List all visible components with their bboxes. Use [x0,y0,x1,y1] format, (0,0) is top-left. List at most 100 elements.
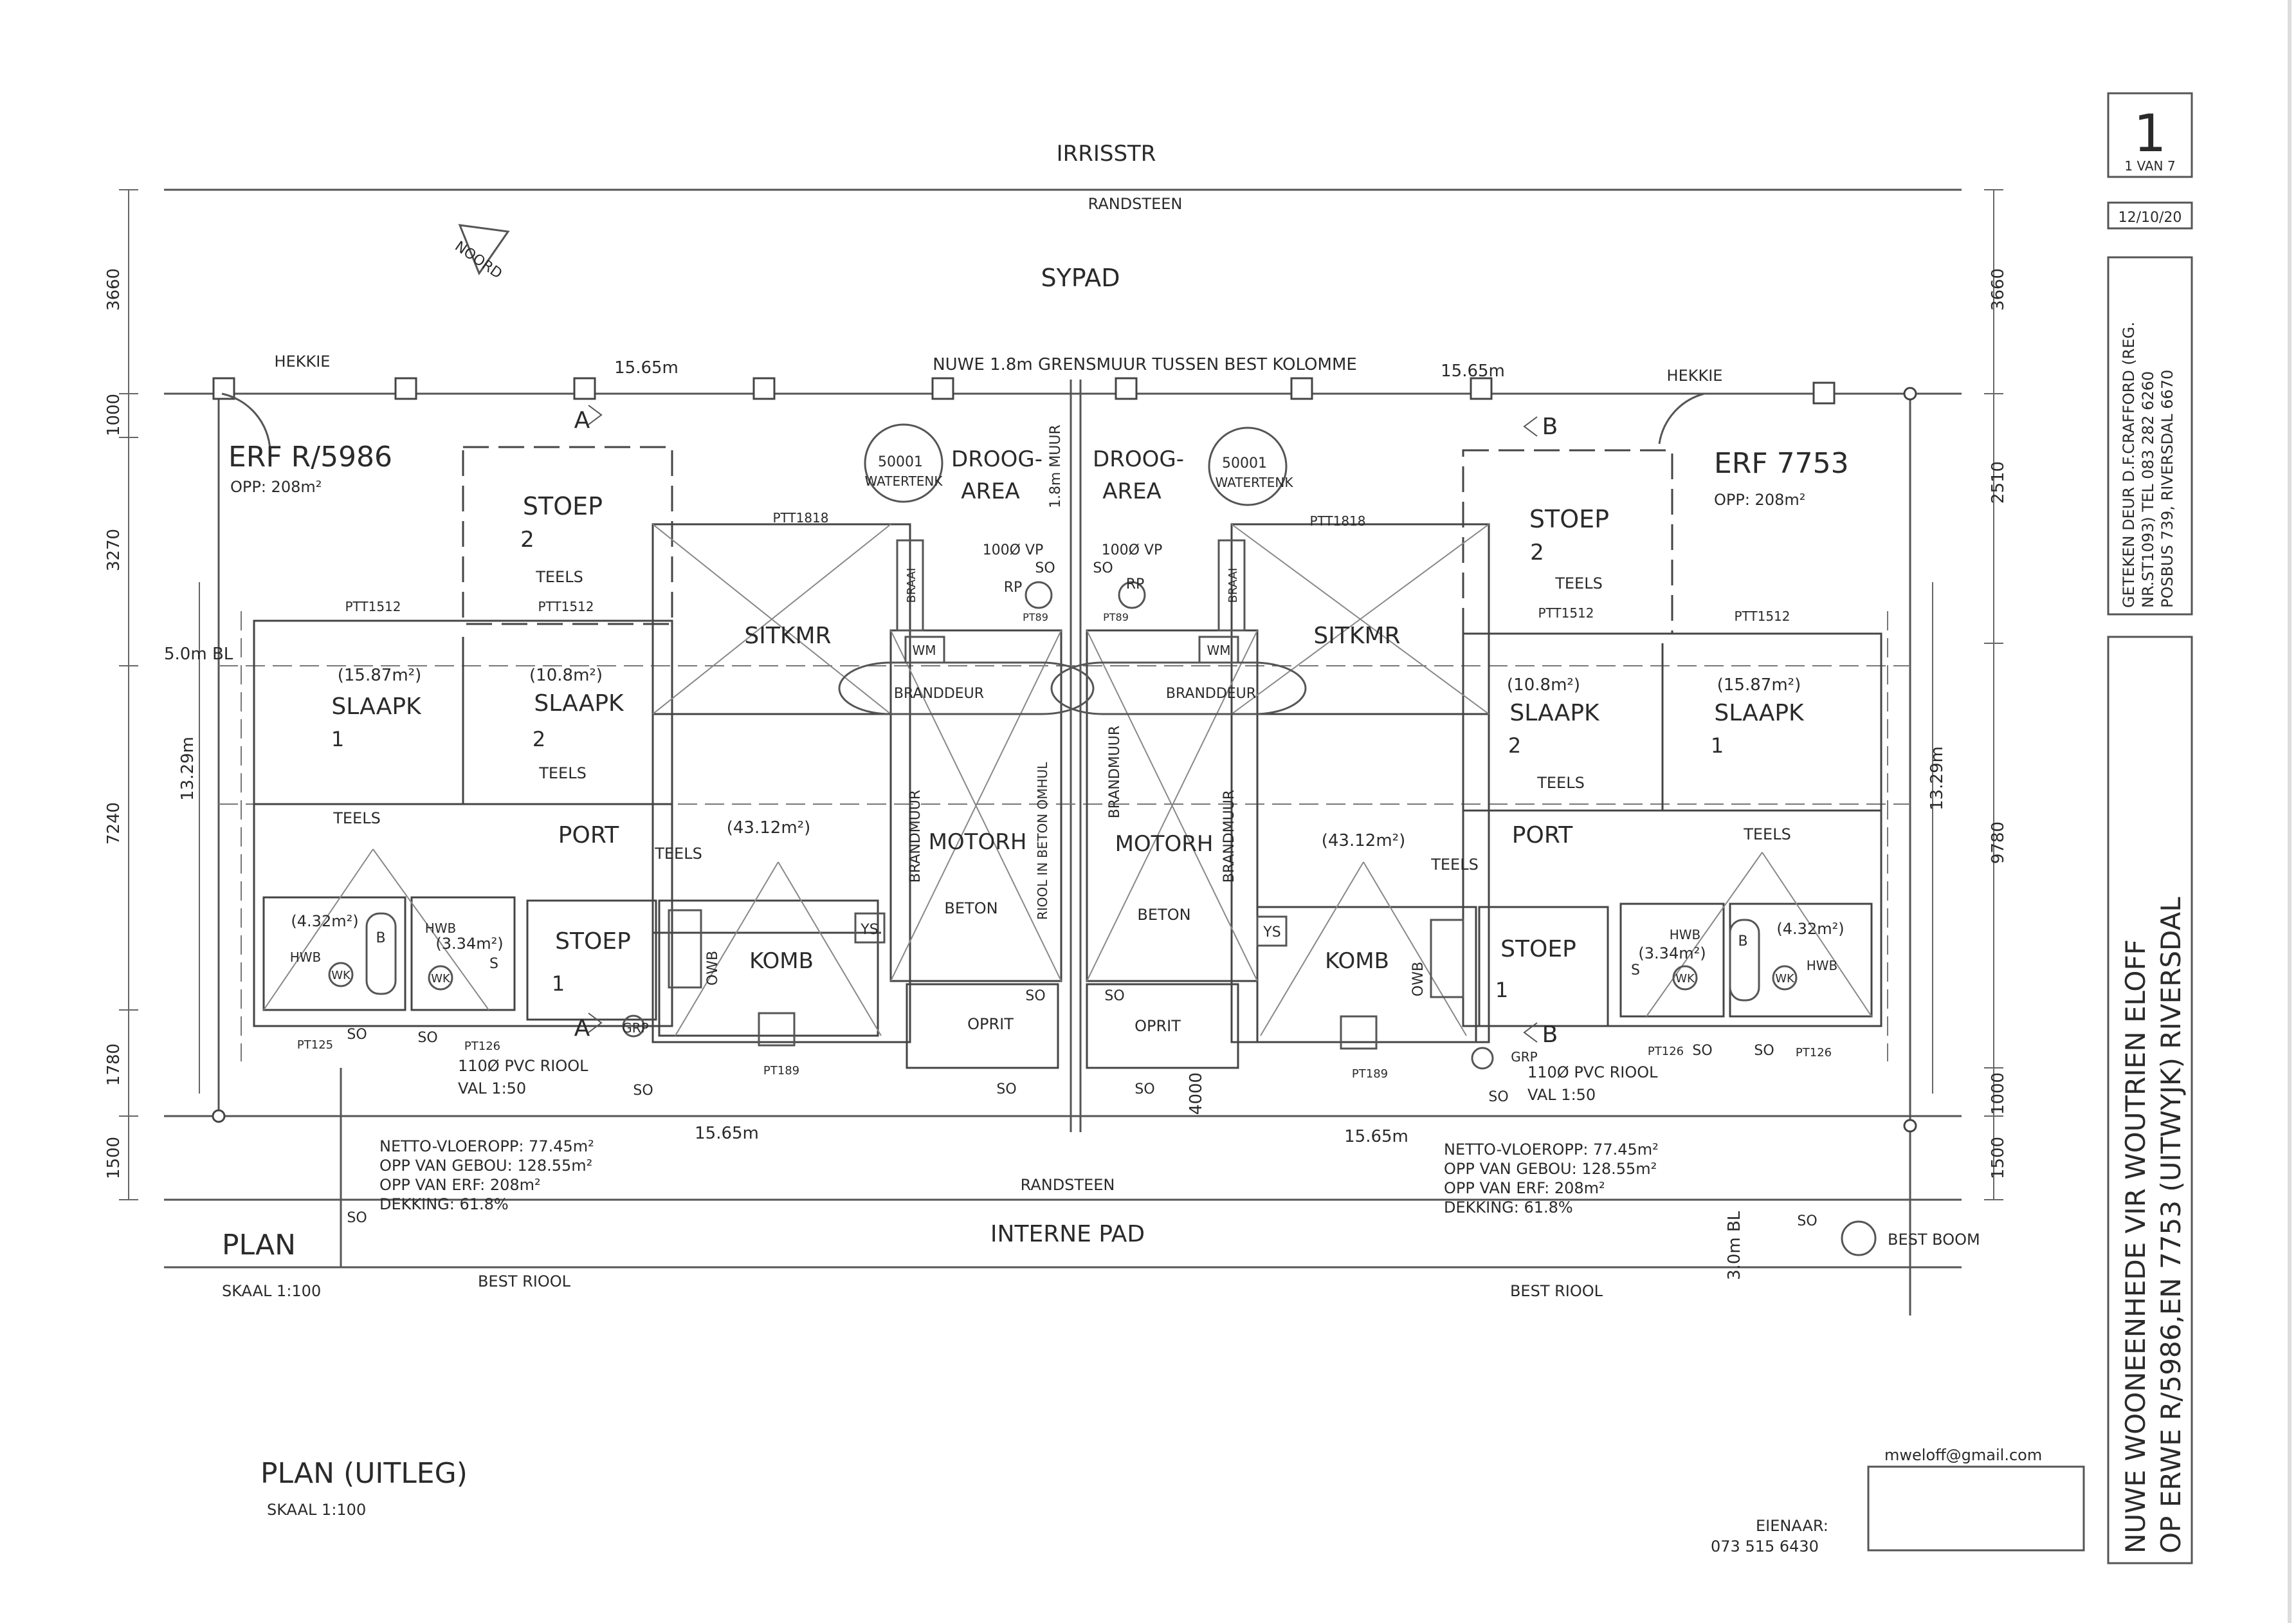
left-living-block [651,523,911,1043]
right-pt189: PT189 [1352,1067,1388,1081]
right-stoep1-label: STOEP [1500,936,1576,962]
drawn-by-line-3: POSBUS 739, RIVERSDAL 6670 [2158,370,2176,608]
right-hwb-2: HWB [1670,927,1701,942]
left-so-1: SO [347,1027,367,1043]
right-so-2: SO [1754,1043,1774,1059]
dim-4000: 4000 [1187,1072,1206,1115]
left-building-area: OPP VAN GEBOU: 128.55m² [379,1157,592,1175]
left-erf-area-summary: OPP VAN ERF: 208m² [379,1176,541,1194]
wm-box-right [1198,636,1239,664]
right-shower-label: S [1631,962,1640,978]
north-arrow [458,224,510,276]
internal-road-label: INTERNE PAD [990,1221,1145,1247]
right-owb-label: OWB [1410,962,1426,996]
left-braai-label: BRAAI [905,568,918,603]
column-8 [1470,377,1493,400]
gate-swing-right [1658,392,1705,445]
left-slaapk2-label: SLAAPK [534,690,624,717]
right-ys-label: YS [1262,924,1280,940]
building-line-3m-label: 3.0m BL [1725,1211,1744,1280]
left-pt125: PT125 [297,1038,333,1052]
left-droog-label: DROOG- [951,446,1043,472]
right-vp-label: 100Ø VP [1102,542,1163,558]
right-wm-label: WM [1207,643,1230,658]
left-coverage: DEKKING: 61.8% [379,1195,509,1213]
left-erf-number: ERF R/5986 [228,441,392,473]
right-coverage: DEKKING: 61.8% [1444,1198,1573,1216]
right-building-area: OPP VAN GEBOU: 128.55m² [1444,1160,1657,1178]
left-slaapk1-label: SLAAPK [331,693,422,720]
left-stoep1-label: STOEP [555,928,631,955]
left-slaapk2-finish: TEELS [538,764,587,782]
column-4 [752,377,776,400]
dim-left-7240: 7240 [104,802,123,845]
left-stoep1-number: 1 [552,971,565,996]
bath-right [1729,919,1760,1002]
right-oprit-label: OPRIT [1134,1017,1181,1035]
north-label: NOORD [451,239,505,282]
right-gate-label: HEKKIE [1667,367,1723,385]
project-title-line-2: OP ERWE R/5986,EN 7753 (UITWYJK) RIVERSD… [2155,897,2187,1554]
right-passage-finish: TEELS [1743,825,1791,843]
right-garage-block [1086,629,1259,982]
branddeur-right-outline [1050,661,1307,715]
left-motorh-label: MOTORH [929,829,1027,855]
right-drain-pipe: 110Ø PVC RIOOL [1527,1063,1658,1081]
right-oprit [1086,983,1239,1069]
grp-right [1471,1047,1494,1070]
left-living-area: (43.12m²) [727,818,810,838]
left-rp-label: RP [1004,580,1023,596]
left-section-label-bottom: A [574,1015,590,1041]
sheet-number-box [2107,92,2193,178]
street-name: IRRISSTR [1057,141,1156,167]
drawing-date: 12/10/20 [2118,210,2182,226]
left-so-road: SO [347,1210,367,1226]
left-slaapk1-area: (15.87m²) [338,666,421,685]
right-brandmuur-label-2: BRANDMUUR [1107,726,1123,818]
right-erf-area: OPP: 208m² [1714,491,1805,509]
existing-drain-right: BEST RIOOL [1510,1282,1603,1300]
right-sitkmr-label: SITKMR [1313,623,1400,649]
right-stoep2-label: STOEP [1529,505,1609,533]
left-hwb-1: HWB [290,949,322,965]
left-shower-label: S [489,956,498,972]
dim-bottom-left: 15.65m [695,1124,759,1143]
right-motorh-label: MOTORH [1115,831,1214,857]
right-slaapk1-area: (15.87m²) [1717,675,1801,695]
dim-left-1500: 1500 [104,1137,123,1179]
left-passage-finish: TEELS [333,809,381,827]
left-tank-size: 50001 [878,454,923,470]
right-stoep2-number: 2 [1530,540,1544,565]
wall-1-8m-label: 1.8m MUUR [1048,425,1064,508]
left-wm-label: WM [912,643,936,658]
kerb-top-label: RANDSTEEN [1088,195,1183,213]
dim-top-right: 15.65m [1441,362,1505,381]
dim-right-2510: 2510 [1989,461,2008,504]
right-stoep2-outline [1462,449,1673,635]
plan-scale: SKAAL 1:100 [222,1282,321,1300]
left-gate-label: HEKKIE [275,353,331,371]
existing-drain-left: BEST RIOOL [478,1272,571,1290]
left-stoep1 [526,899,657,1021]
owner-box [1867,1465,2085,1552]
right-tank-size: 50001 [1222,455,1267,472]
right-slaapk2-number: 2 [1508,733,1521,758]
plan-uitleg-scale: SKAAL 1:100 [267,1501,366,1519]
ys-box-left [854,912,886,944]
right-droog-area-label: AREA [1102,479,1162,504]
right-lintel-1: PTT1512 [1538,605,1594,621]
right-stoep1 [1478,906,1609,1027]
right-slaapk1-number: 1 [1711,733,1724,758]
left-lintel-2: PTT1512 [538,599,594,614]
right-pt126b: PT126 [1796,1046,1832,1059]
right-erf-area-summary: OPP VAN ERF: 208m² [1444,1179,1605,1197]
boundary-wall-label: NUWE 1.8m GRENSMUUR TUSSEN BEST KOLOMME [933,355,1357,374]
right-erf-number: ERF 7753 [1714,447,1849,480]
owner-phone: 073 515 6430 [1711,1537,1819,1555]
column-7 [1290,377,1313,400]
corner-peg-2 [212,1109,226,1123]
owner-label: EIENAAR: [1756,1517,1828,1535]
left-pt89-label: PT89 [1023,611,1048,623]
left-so-3: SO [633,1083,653,1099]
right-pt89-label: PT89 [1103,611,1129,623]
